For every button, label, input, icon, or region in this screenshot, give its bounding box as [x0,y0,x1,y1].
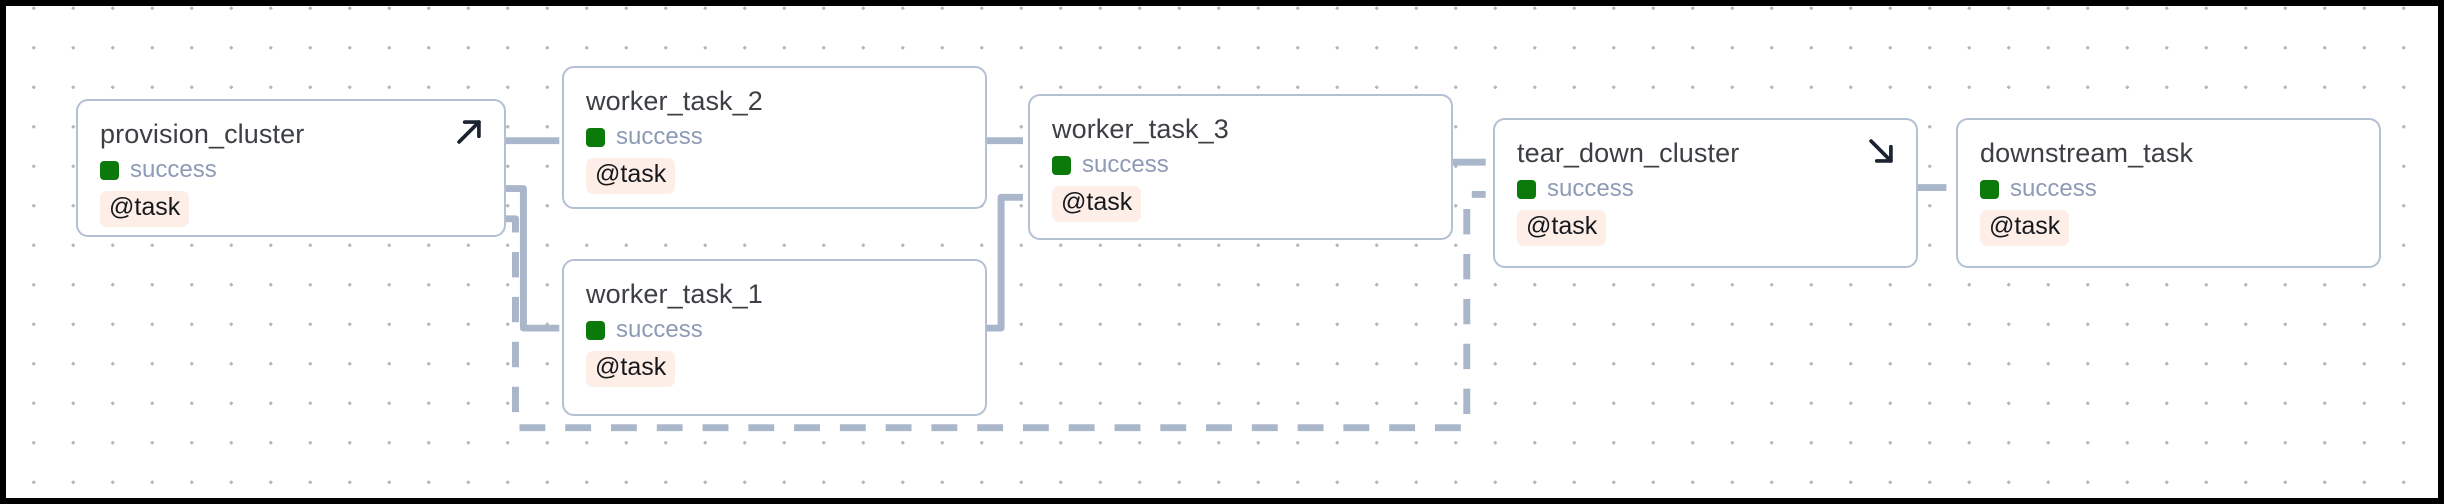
status-label: success [2010,175,2097,203]
node-downstream-task[interactable]: downstream_task success @task [1956,118,2381,268]
status-row: success [1980,177,2357,201]
node-tear-down-cluster[interactable]: tear_down_cluster success @task [1493,118,1918,268]
node-title: downstream_task [1980,138,2194,168]
task-decorator-badge: @task [1980,210,2070,246]
status-label: success [616,123,703,151]
status-success-dot [100,160,119,180]
node-worker-task-1[interactable]: worker_task_1 success @task [562,259,987,416]
status-row: success [586,125,963,149]
edge-worker-task-1-to-worker-task-3 [982,193,1023,332]
node-title: worker_task_1 [586,279,763,309]
status-success-dot [1980,179,1999,199]
status-row: success [1517,177,1894,201]
status-row: success [1052,153,1429,177]
arrow-up-right-icon[interactable] [452,115,486,149]
status-success-dot [1052,155,1071,175]
task-decorator-badge: @task [1517,210,1607,246]
status-label: success [1082,151,1169,179]
task-decorator-badge: @task [586,351,676,387]
node-title: provision_cluster [100,119,305,149]
status-success-dot [586,320,605,340]
status-success-dot [586,127,605,147]
status-label: success [130,156,217,184]
task-decorator-badge: @task [586,158,676,194]
task-decorator-badge: @task [100,191,190,227]
status-row: success [100,158,482,182]
node-provision-cluster[interactable]: provision_cluster success @task [76,99,506,237]
edge-provision-cluster-to-worker-task-1 [503,185,560,332]
arrow-down-right-icon[interactable] [1864,134,1898,168]
task-decorator-badge: @task [1052,186,1142,222]
status-row: success [586,318,963,342]
node-worker-task-2[interactable]: worker_task_2 success @task [562,66,987,209]
node-title: worker_task_3 [1052,114,1229,144]
node-title: tear_down_cluster [1517,138,1740,168]
status-label: success [616,316,703,344]
node-title: worker_task_2 [586,86,763,116]
node-worker-task-3[interactable]: worker_task_3 success @task [1028,94,1453,240]
status-success-dot [1517,179,1536,199]
status-label: success [1547,175,1634,203]
